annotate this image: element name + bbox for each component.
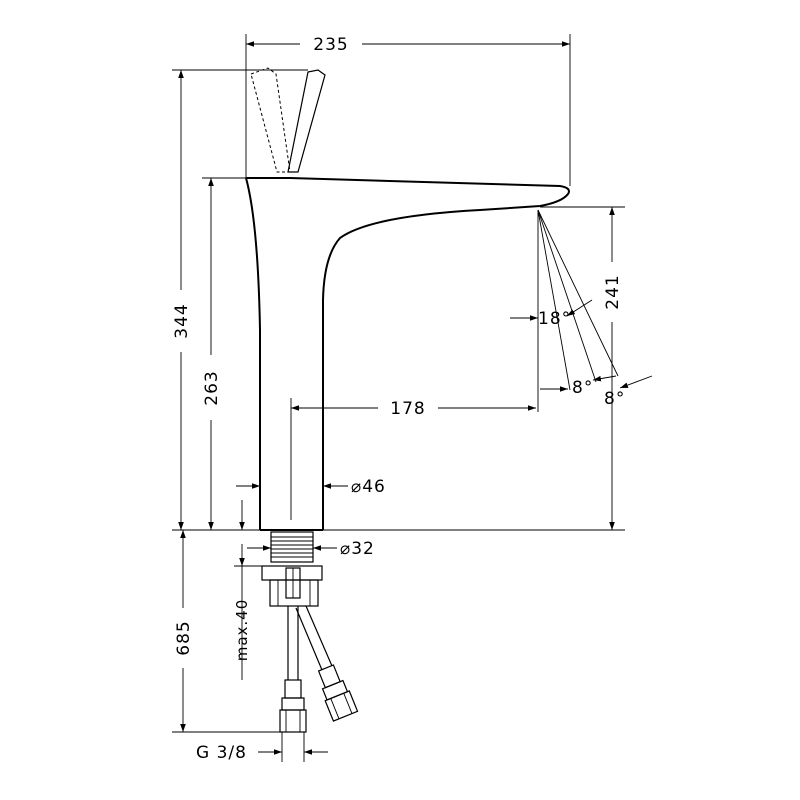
hose-nut-1: [279, 709, 307, 733]
label-685: 685: [174, 620, 194, 655]
label-d46: ⌀46: [351, 477, 386, 497]
dim-outlet-height: 241: [540, 206, 625, 530]
thread-lines: [271, 536, 313, 558]
spray-angle-lines: [537, 209, 619, 412]
label-g38: G 3/8: [196, 743, 247, 763]
dim-spray-angle-8a: 8°: [540, 375, 617, 398]
dim-spray-angle-8b: 8°: [604, 375, 653, 409]
label-235: 235: [313, 35, 348, 55]
label-344: 344: [172, 303, 192, 338]
hose-fitting-2: [317, 664, 359, 722]
dim-spout-height: 263: [202, 177, 246, 530]
body-left: [245, 177, 261, 530]
label-8deg-b: 8°: [604, 389, 625, 409]
dim-spray-angle-18: 18°: [510, 299, 593, 329]
lever: [287, 69, 326, 173]
label-18deg: 18°: [538, 309, 571, 329]
hose-fitting-1: [284, 679, 302, 699]
label-263: 263: [202, 370, 222, 405]
threaded-shank: [270, 531, 314, 563]
dim-overall-height: 344: [172, 69, 625, 531]
dim-overall-width: 235: [245, 34, 571, 186]
label-178: 178: [390, 399, 425, 419]
label-8deg-a: 8°: [572, 378, 593, 398]
mounting-washer: [269, 579, 319, 607]
spout-outline: [246, 177, 570, 530]
label-d32: ⌀32: [340, 539, 375, 559]
dim-connection: G 3/8: [196, 732, 328, 763]
faucet-body: [245, 67, 570, 531]
dim-spout-reach: 178: [290, 398, 536, 520]
supply-hoses: [279, 605, 359, 733]
mounting-assembly: [261, 531, 323, 607]
label-241: 241: [603, 274, 623, 309]
label-max40: max.40: [233, 599, 251, 662]
dim-max-thickness: max.40: [233, 544, 262, 680]
dim-thread-diameter: ⌀32: [247, 539, 375, 559]
lever-open-position: [250, 67, 291, 173]
dim-hose-length: 685: [172, 530, 280, 733]
dim-body-diameter: ⌀46: [236, 477, 386, 497]
